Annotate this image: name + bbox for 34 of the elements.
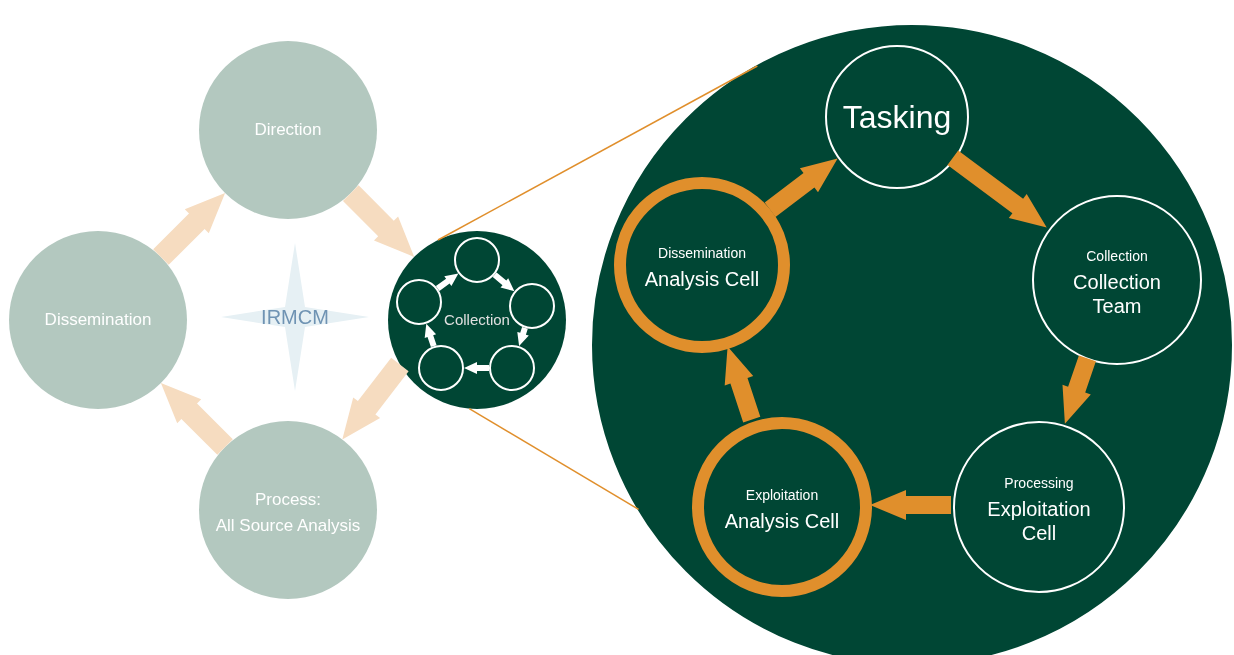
highlighted-circle (692, 417, 872, 597)
node-label: All Source Analysis (215, 516, 361, 537)
node-label: Collection (1086, 247, 1148, 265)
node-label: Tasking (842, 97, 952, 137)
block-arrow (153, 192, 226, 265)
node-label: Collection (444, 311, 510, 329)
block-arrow (464, 362, 489, 374)
block-arrow (342, 357, 409, 440)
block-arrow (947, 150, 1047, 228)
block-arrow (424, 323, 437, 348)
stage-circle (953, 421, 1125, 593)
block-arrow (870, 490, 951, 520)
block-arrow (724, 346, 761, 423)
block-arrow (764, 158, 838, 217)
node-label: Collection Team (1072, 270, 1162, 319)
node-label: Exploitation (745, 486, 819, 504)
block-arrow (160, 382, 233, 455)
zoom-line (468, 407, 640, 511)
zoom-line (437, 65, 759, 241)
block-arrow (1062, 355, 1096, 424)
node-label: IRMCM (261, 305, 329, 329)
block-arrow (343, 185, 415, 257)
node-label: Exploitation Cell (986, 497, 1092, 546)
block-arrow (435, 273, 459, 291)
block-arrow (492, 272, 515, 292)
node-label: Analysis Cell (644, 267, 760, 292)
node-label: Dissemination (44, 309, 152, 331)
block-arrow (517, 327, 529, 347)
node-label: Process: (254, 489, 322, 510)
node-label: Dissemination (658, 244, 746, 262)
node-label: Processing (1004, 474, 1074, 492)
node-label: Analysis Cell (724, 509, 840, 534)
node-label: Direction (254, 119, 322, 141)
star-shape (221, 243, 369, 391)
